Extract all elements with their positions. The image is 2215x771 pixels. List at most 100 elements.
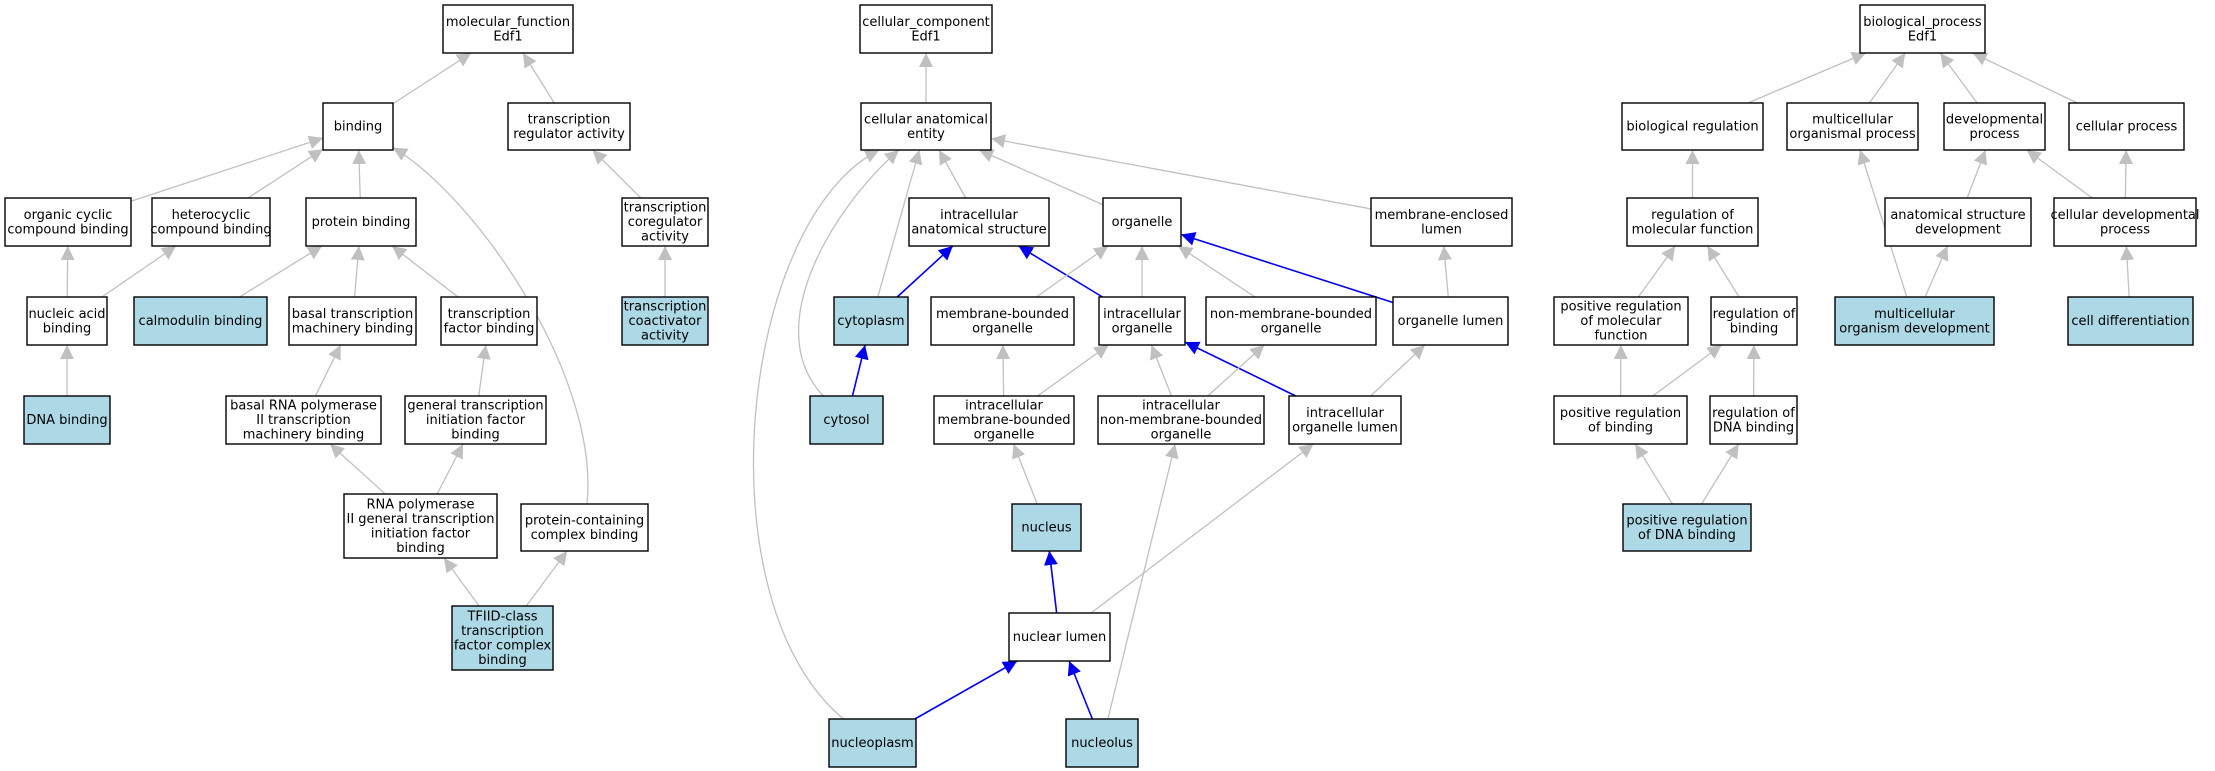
- node-box: [440, 296, 538, 346]
- edge-cytoplasm-to-ias: [896, 245, 954, 298]
- edge-io-to-ias: [1018, 245, 1103, 298]
- node-label-line: nucleus: [1021, 521, 1071, 536]
- edge-nmbo-to-organelle: [1177, 245, 1256, 298]
- node-box: [1370, 197, 1513, 247]
- node-label-line: binding: [1730, 321, 1778, 336]
- edge-binding-to-mf_root: [392, 52, 472, 105]
- node-box: [828, 718, 917, 768]
- node-box: [1102, 197, 1182, 247]
- node-box: [859, 4, 993, 54]
- node-label-line: coactivator: [629, 314, 703, 329]
- node-dna_binding: DNA binding: [23, 395, 111, 445]
- edge-mel-to-cae: [990, 134, 1372, 210]
- node-box: [225, 395, 382, 445]
- node-label-line: transcription: [461, 624, 544, 639]
- node-label-line: multicellular: [1812, 112, 1893, 127]
- edge-olumen-to-mel: [1437, 245, 1452, 298]
- node-label-line: molecular_function: [446, 15, 570, 30]
- node-label-line: organelle lumen: [1398, 314, 1504, 329]
- node-label-line: biological_process: [1863, 15, 1982, 30]
- node-label-line: anatomical structure: [911, 222, 1046, 237]
- node-box: [2068, 102, 2185, 151]
- node-box: [1709, 395, 1798, 445]
- node-label-line: organism development: [1839, 321, 1989, 336]
- node-label-line: regulation of: [1651, 208, 1734, 223]
- edge-inmbo-to-io: [1150, 344, 1173, 397]
- node-label-line: nucleolus: [1071, 736, 1133, 751]
- node-label-line: calmodulin binding: [139, 314, 263, 329]
- node-box: [908, 197, 1050, 247]
- edge-cytosol-to-cae: [797, 149, 900, 397]
- edge-organelle-to-cae: [978, 149, 1104, 206]
- node-box: [305, 197, 417, 247]
- node-label-line: positive regulation: [1560, 406, 1681, 421]
- node-box: [833, 296, 909, 346]
- node-label-line: organelle: [1261, 321, 1322, 336]
- node-label-line: non-membrane-bounded: [1100, 413, 1262, 428]
- node-label-line: membrane-enclosed: [1375, 208, 1509, 223]
- node-label-line: process: [2100, 222, 2150, 237]
- node-label-line: TFIID-class: [466, 609, 537, 624]
- node-box: [933, 395, 1075, 445]
- node-label-line: activity: [641, 230, 689, 245]
- node-label-line: regulator activity: [513, 127, 625, 142]
- node-label-line: cytoplasm: [837, 314, 904, 329]
- node-box: [288, 296, 417, 346]
- node-label-line: non-membrane-bounded: [1210, 307, 1372, 322]
- edge-rnap2-to-gtif: [436, 443, 464, 495]
- node-label-line: binding: [334, 120, 382, 135]
- node-box: [1710, 296, 1798, 346]
- edge-mop-to-bp_root: [1868, 52, 1906, 104]
- node-label-line: of DNA binding: [1638, 528, 1736, 543]
- node-box: [1621, 102, 1764, 151]
- node-box: [343, 493, 498, 559]
- node-label-line: binding: [396, 541, 444, 556]
- node-label-line: protein binding: [312, 215, 411, 230]
- node-nucleoplasm: nucleoplasm: [828, 718, 917, 768]
- node-label-line: intracellular: [1103, 307, 1181, 322]
- edge-gtif-to-tf_binding: [476, 344, 491, 397]
- edge-prmf-to-rmf: [1637, 245, 1676, 298]
- node-box: [1097, 395, 1265, 445]
- edge-nlumen-to-iol: [1090, 443, 1314, 614]
- edge-trans_coreg-to-trans_reg_act: [592, 149, 642, 199]
- node-box: [26, 296, 108, 346]
- node-label-line: regulation of: [1713, 307, 1796, 322]
- node-label-line: initiation factor: [371, 526, 471, 541]
- node-label-line: organelle: [972, 321, 1033, 336]
- node-box: [451, 605, 554, 671]
- node-box: [1008, 612, 1111, 662]
- node-cellproc: cellular process: [2068, 102, 2185, 151]
- node-box: [2067, 296, 2194, 346]
- node-label-line: basal transcription: [292, 307, 413, 322]
- node-box: [1622, 503, 1752, 552]
- node-label-line: organelle: [1112, 215, 1173, 230]
- node-label-line: Edf1: [1908, 29, 1937, 44]
- node-label-line: positive regulation: [1626, 513, 1747, 528]
- edge-olumen-to-organelle: [1180, 232, 1394, 304]
- node-label-line: nucleic acid: [28, 307, 105, 322]
- node-olumen: organelle lumen: [1392, 296, 1509, 346]
- edge-rob-to-rmf: [1706, 245, 1740, 298]
- node-label-line: Edf1: [911, 29, 940, 44]
- node-label-line: binding: [451, 428, 499, 443]
- node-label-line: anatomical structure: [1890, 208, 2025, 223]
- node-box: [1626, 197, 1759, 247]
- node-label-line: cytosol: [823, 413, 869, 428]
- node-box: [404, 395, 547, 445]
- node-box: [1288, 395, 1402, 445]
- edge-cytoplasm-to-cae: [877, 149, 923, 298]
